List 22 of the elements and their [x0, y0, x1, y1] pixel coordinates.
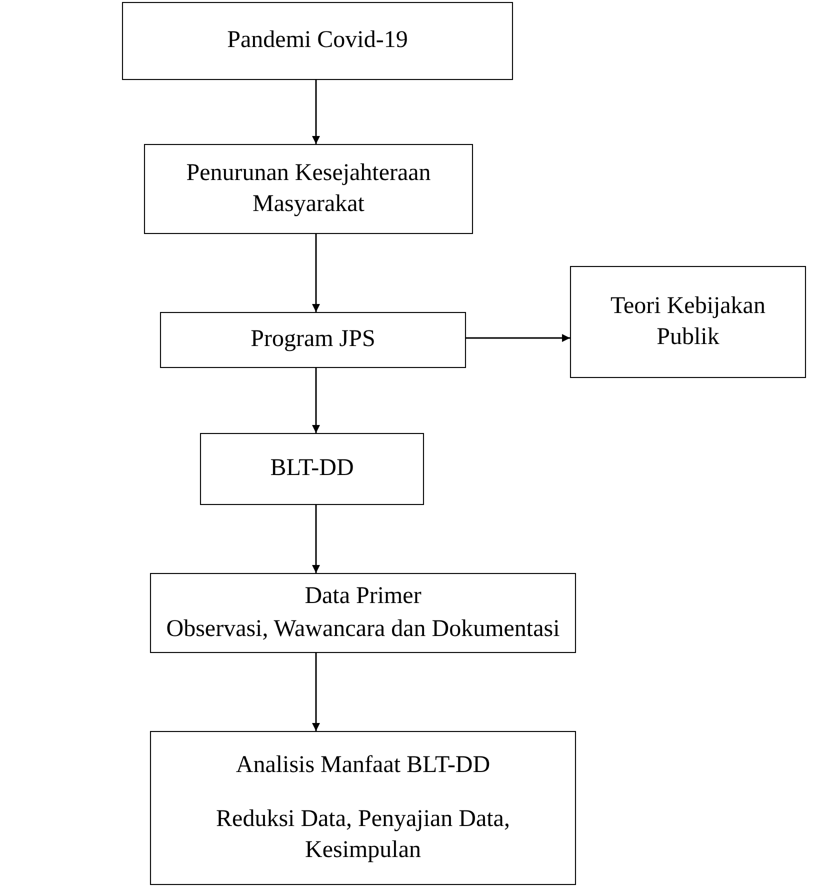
arrow — [466, 334, 570, 342]
box-title: Teori Kebijakan Publik — [610, 292, 766, 352]
process-box — [122, 2, 513, 80]
process-box — [160, 312, 466, 368]
arrow — [312, 80, 320, 144]
process-box — [150, 573, 576, 653]
box-text: Observasi, Wawancara dan Dokumentasi — [166, 614, 560, 644]
process-box — [570, 266, 806, 378]
arrow — [312, 505, 320, 573]
process-box — [144, 144, 473, 234]
arrow — [312, 234, 320, 312]
arrow — [312, 653, 320, 731]
box-title: Analisis Manfaat BLT-DD — [236, 750, 490, 780]
box-title: Data Primer — [304, 582, 422, 611]
arrow — [312, 368, 320, 433]
box-title: BLT-DD — [270, 454, 354, 484]
box-title: Program JPS — [250, 325, 376, 354]
box-title: Penurunan Kesejahteraan Masyarakat — [185, 158, 432, 219]
box-text: Reduksi Data, Penyajian Data, Kesimpulan — [215, 805, 511, 866]
process-box — [150, 731, 576, 885]
box-title: Pandemi Covid-19 — [227, 26, 408, 56]
process-box — [200, 433, 424, 505]
